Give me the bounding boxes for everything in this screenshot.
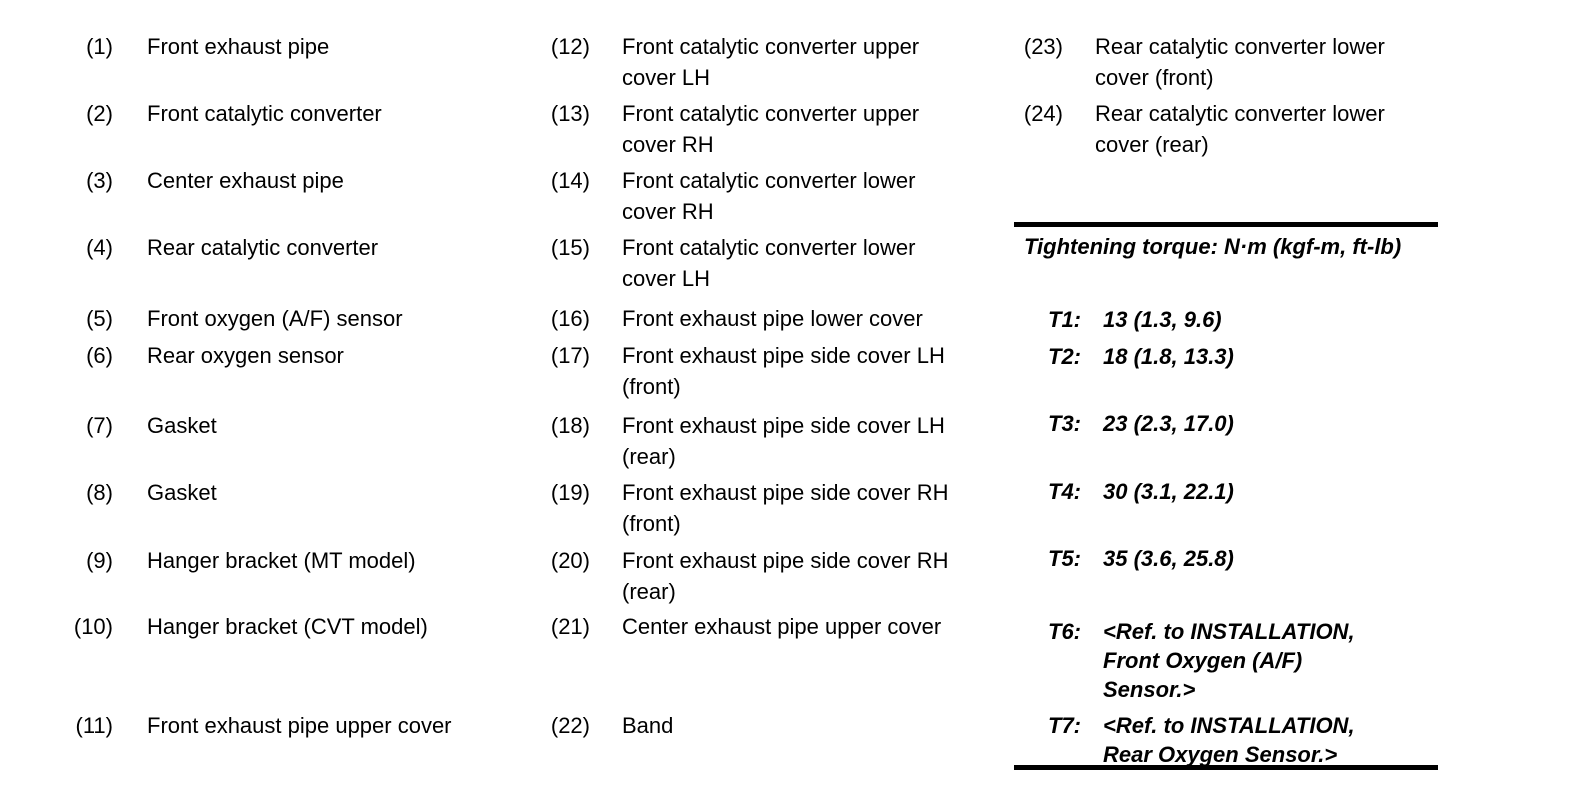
torque-table-top-rule xyxy=(1014,222,1438,227)
legend-item-20: (20) Front exhaust pipe side cover RH (re… xyxy=(535,545,1027,607)
item-label: Front catalytic converter upper cover RH xyxy=(622,101,920,157)
torque-label: T5: xyxy=(1048,546,1081,571)
item-label: Center exhaust pipe xyxy=(147,168,344,193)
torque-row-t5: T5: 35 (3.6, 25.8) xyxy=(1048,544,1448,573)
legend-item-17: (17) Front exhaust pipe side cover LH (fr… xyxy=(535,340,1027,402)
item-number: (22) xyxy=(550,713,590,738)
torque-table-bottom-rule xyxy=(1014,765,1438,770)
item-number: (16) xyxy=(550,306,590,331)
legend-item-5: (5) Front oxygen (A/F) sensor xyxy=(60,303,547,334)
legend-item-19: (19) Front exhaust pipe side cover RH (fr… xyxy=(535,477,1027,539)
torque-value: 30 (3.1, 22.1) xyxy=(1103,479,1234,504)
item-number: (9) xyxy=(86,548,113,573)
item-number: (6) xyxy=(86,343,113,368)
item-label: Front exhaust pipe upper cover xyxy=(147,713,452,738)
item-number: (2) xyxy=(86,101,113,126)
item-number: (5) xyxy=(86,306,113,331)
item-number: (4) xyxy=(86,235,113,260)
legend-item-9: (9) Hanger bracket (MT model) xyxy=(60,545,547,576)
legend-item-24: (24) Rear catalytic converter lower cover… xyxy=(1015,98,1460,160)
item-number: (18) xyxy=(550,413,590,438)
item-label: Hanger bracket (CVT model) xyxy=(147,614,428,639)
item-number: (17) xyxy=(550,343,590,368)
legend-item-6: (6) Rear oxygen sensor xyxy=(60,340,547,371)
item-label: Front exhaust pipe lower cover xyxy=(622,306,923,331)
item-number: (20) xyxy=(550,548,590,573)
torque-row-t4: T4: 30 (3.1, 22.1) xyxy=(1048,477,1448,506)
torque-row-t3: T3: 23 (2.3, 17.0) xyxy=(1048,409,1448,438)
item-number: (11) xyxy=(75,713,114,738)
item-label: Center exhaust pipe upper cover xyxy=(622,614,942,639)
torque-label: T6: xyxy=(1048,619,1081,644)
item-number: (19) xyxy=(550,480,590,505)
legend-item-11: (11) Front exhaust pipe upper cover xyxy=(60,710,547,741)
legend-item-14: (14) Front catalytic converter lower cove… xyxy=(535,165,1027,227)
item-label: Front catalytic converter lower cover RH xyxy=(622,168,916,224)
item-number: (24) xyxy=(1023,101,1063,126)
item-label: Rear catalytic converter xyxy=(147,235,379,260)
torque-table-header: Tightening torque: N·m (kgf-m, ft-lb) xyxy=(1024,234,1402,259)
torque-label: T2: xyxy=(1048,344,1081,369)
item-number: (15) xyxy=(550,235,590,260)
torque-row-t6: T6: <Ref. to INSTALLATION, Front Oxygen (… xyxy=(1048,617,1448,704)
torque-value: 23 (2.3, 17.0) xyxy=(1103,411,1234,436)
item-label: Front exhaust pipe side cover RH (front) xyxy=(622,480,949,536)
torque-value: 35 (3.6, 25.8) xyxy=(1103,546,1234,571)
torque-value: 18 (1.8, 13.3) xyxy=(1103,344,1234,369)
torque-row-t7: T7: <Ref. to INSTALLATION, Rear Oxygen Se… xyxy=(1048,711,1448,769)
legend-item-16: (16) Front exhaust pipe lower cover xyxy=(535,303,1027,334)
item-number: (12) xyxy=(550,34,590,59)
item-label: Rear oxygen sensor xyxy=(147,343,344,368)
legend-item-10: (10) Hanger bracket (CVT model) xyxy=(60,611,547,642)
item-number: (10) xyxy=(73,614,113,639)
legend-item-3: (3) Center exhaust pipe xyxy=(60,165,547,196)
torque-label: T1: xyxy=(1048,307,1081,332)
item-number: (23) xyxy=(1023,34,1063,59)
item-label: Rear catalytic converter lower cover (fr… xyxy=(1095,34,1385,90)
torque-row-t1: T1: 13 (1.3, 9.6) xyxy=(1048,305,1448,334)
legend-item-12: (12) Front catalytic converter upper cove… xyxy=(535,31,1027,93)
torque-value: <Ref. to INSTALLATION, Front Oxygen (A/F… xyxy=(1103,619,1355,702)
legend-item-18: (18) Front exhaust pipe side cover LH (re… xyxy=(535,410,1027,472)
legend-item-23: (23) Rear catalytic converter lower cover… xyxy=(1015,31,1460,93)
item-label: Front exhaust pipe side cover LH (rear) xyxy=(622,413,945,469)
item-number: (13) xyxy=(550,101,590,126)
item-label: Front catalytic converter lower cover LH xyxy=(622,235,916,291)
item-label: Front exhaust pipe xyxy=(147,34,330,59)
item-number: (21) xyxy=(550,614,590,639)
item-label: Rear catalytic converter lower cover (re… xyxy=(1095,101,1385,157)
legend-item-4: (4) Rear catalytic converter xyxy=(60,232,547,263)
item-number: (1) xyxy=(86,34,113,59)
torque-label: T4: xyxy=(1048,479,1081,504)
item-label: Front exhaust pipe side cover RH (rear) xyxy=(622,548,949,604)
legend-item-1: (1) Front exhaust pipe xyxy=(60,31,547,62)
item-number: (3) xyxy=(86,168,113,193)
torque-row-t2: T2: 18 (1.8, 13.3) xyxy=(1048,342,1448,371)
legend-item-15: (15) Front catalytic converter lower cove… xyxy=(535,232,1027,294)
torque-value: <Ref. to INSTALLATION, Rear Oxygen Senso… xyxy=(1103,713,1355,767)
legend-item-13: (13) Front catalytic converter upper cove… xyxy=(535,98,1027,160)
legend-item-8: (8) Gasket xyxy=(60,477,547,508)
item-label: Front exhaust pipe side cover LH (front) xyxy=(622,343,945,399)
legend-item-2: (2) Front catalytic converter xyxy=(60,98,547,129)
item-number: (7) xyxy=(86,413,113,438)
torque-label: T7: xyxy=(1048,713,1081,738)
legend-item-21: (21) Center exhaust pipe upper cover xyxy=(535,611,1027,642)
item-number: (14) xyxy=(550,168,590,193)
torque-label: T3: xyxy=(1048,411,1081,436)
item-number: (8) xyxy=(86,480,113,505)
item-label: Front oxygen (A/F) sensor xyxy=(147,306,403,331)
legend-item-7: (7) Gasket xyxy=(60,410,547,441)
torque-value: 13 (1.3, 9.6) xyxy=(1103,307,1222,332)
item-label: Hanger bracket (MT model) xyxy=(147,548,416,573)
item-label: Front catalytic converter xyxy=(147,101,382,126)
legend-item-22: (22) Band xyxy=(535,710,1027,741)
item-label: Gasket xyxy=(147,413,217,438)
item-label: Front catalytic converter upper cover LH xyxy=(622,34,920,90)
item-label: Band xyxy=(622,713,674,738)
item-label: Gasket xyxy=(147,480,217,505)
